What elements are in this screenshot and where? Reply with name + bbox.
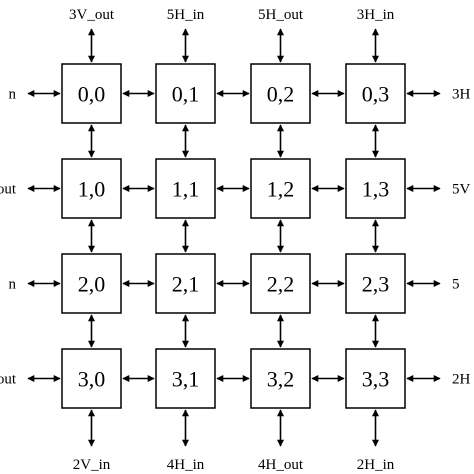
node-label-0-3: 0,3 [362,82,390,107]
top-port-label-1: 5H_in [167,7,205,23]
node-layer: 0,0 0,1 0,2 0,3 1,0 1,1 1,2 1,3 2,0 2,1 2,2 2,3 3,0 3… [61,63,406,409]
node-box-0-0 [61,63,122,124]
bottom-port-label-1: 4H_in [167,457,205,473]
left-port-label-3: out [0,372,17,388]
node-label-2-0: 2,0 [78,272,106,297]
port-label-layer: 3V_out 2V_in 5H_in 4H_in 5H_out 4H_out 3H_in 2H… [0,7,471,473]
top-port-label-2: 5H_out [258,7,304,23]
node-label-3-0: 3,0 [78,367,106,392]
right-port-label-0: 3H [452,87,471,103]
node-label-0-0: 0,0 [78,82,106,107]
left-port-label-0: n [9,87,17,103]
node-box-0-2 [250,63,311,124]
node-box-3-3 [345,348,406,409]
node-label-3-3: 3,3 [362,367,390,392]
node-box-3-2 [250,348,311,409]
bottom-port-label-3: 2H_in [357,457,395,473]
node-label-2-1: 2,1 [172,272,200,297]
node-label-1-3: 1,3 [362,177,390,202]
node-box-1-1 [155,158,216,219]
node-box-2-0 [61,253,122,314]
node-label-3-2: 3,2 [267,367,295,392]
top-port-label-0: 3V_out [69,7,115,23]
node-label-0-2: 0,2 [267,82,295,107]
node-label-2-3: 2,3 [362,272,390,297]
node-label-3-1: 3,1 [172,367,200,392]
node-box-3-0 [61,348,122,409]
node-label-0-1: 0,1 [172,82,200,107]
node-label-1-2: 1,2 [267,177,295,202]
link-layer [27,28,441,447]
right-port-label-3: 2H [452,372,471,388]
right-port-label-2: 5 [452,277,460,293]
left-port-label-2: n [9,277,17,293]
right-port-label-1: 5V [452,182,471,198]
bottom-port-label-2: 4H_out [258,457,304,473]
node-box-0-3 [345,63,406,124]
node-box-1-0 [61,158,122,219]
node-box-0-1 [155,63,216,124]
left-port-label-1: out [0,182,17,198]
node-box-1-3 [345,158,406,219]
node-label-2-2: 2,2 [267,272,295,297]
node-box-2-2 [250,253,311,314]
node-box-1-2 [250,158,311,219]
top-port-label-3: 3H_in [357,7,395,23]
node-label-1-0: 1,0 [78,177,106,202]
node-box-3-1 [155,348,216,409]
node-label-1-1: 1,1 [172,177,200,202]
node-box-2-1 [155,253,216,314]
node-box-2-3 [345,253,406,314]
bottom-port-label-0: 2V_in [73,457,111,473]
